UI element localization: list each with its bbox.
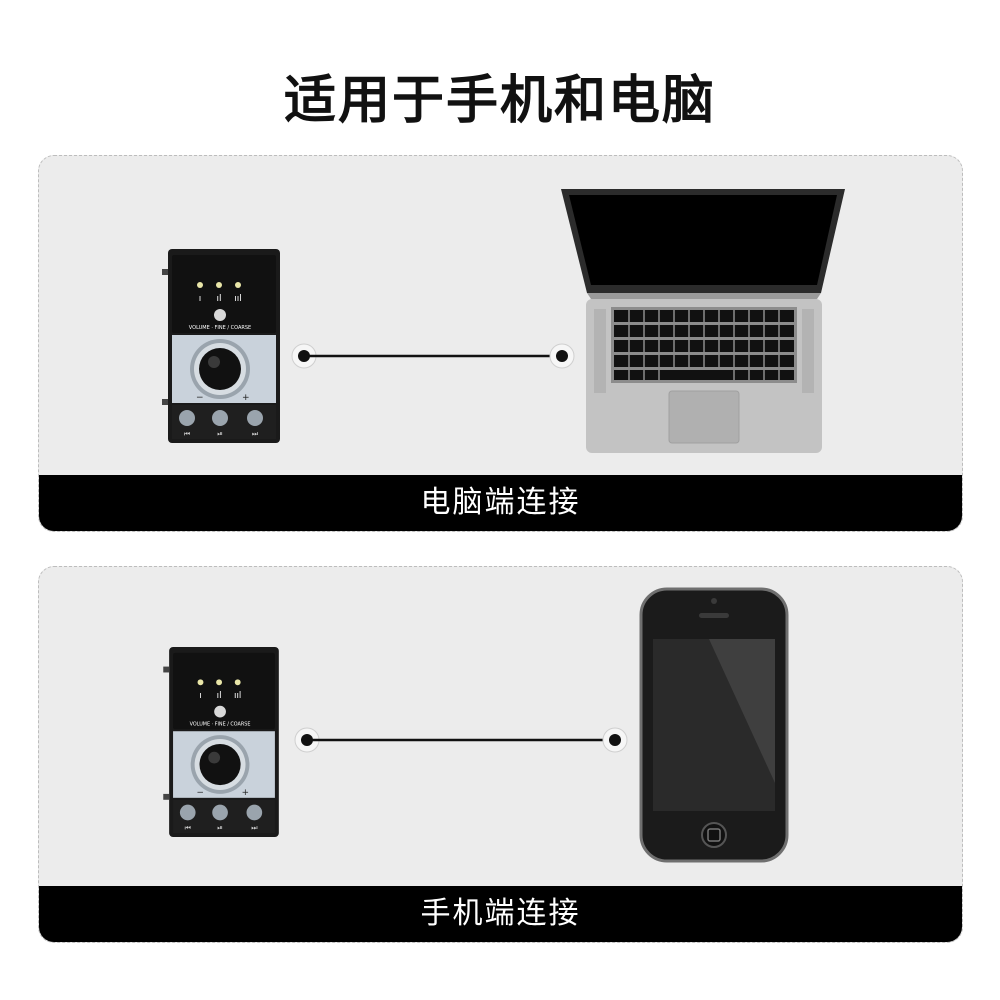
indicator-low-label: ı bbox=[199, 294, 202, 304]
next-track-icon: ⏭ bbox=[252, 430, 259, 438]
knob-plus-label: + bbox=[242, 788, 249, 798]
device-panel-label: VOLUME · FINE / COARSE bbox=[189, 325, 251, 331]
computer-connection-panel: ı ıl ııl VOLUME · FINE / COARSE − + ⏮ ⏯ … bbox=[38, 155, 963, 532]
knob-minus-label: − bbox=[197, 788, 204, 798]
audio-device-image: ı ıl ııl VOLUME · FINE / COARSE − + ⏮ ⏯ … bbox=[163, 647, 279, 837]
previous-track-icon: ⏮ bbox=[185, 824, 191, 832]
smartphone-image bbox=[639, 587, 789, 863]
previous-track-icon: ⏮ bbox=[184, 430, 190, 438]
connection-cable bbox=[291, 343, 575, 369]
phone-connection-caption: 手机端连接 bbox=[39, 886, 962, 942]
indicator-mid-label: ıl bbox=[216, 294, 221, 304]
knob-minus-label: − bbox=[196, 393, 204, 403]
computer-connection-caption: 电脑端连接 bbox=[39, 475, 962, 531]
knob-plus-label: + bbox=[242, 393, 250, 403]
indicator-high-label: ııl bbox=[234, 294, 242, 304]
play-pause-icon: ⏯ bbox=[217, 430, 223, 438]
play-pause-icon: ⏯ bbox=[217, 824, 222, 832]
indicator-mid-label: ıl bbox=[217, 691, 222, 701]
phone-connection-panel: ı ıl ııl VOLUME · FINE / COARSE − + ⏮ ⏯ … bbox=[38, 566, 963, 943]
indicator-low-label: ı bbox=[199, 691, 201, 701]
device-panel-label: VOLUME · FINE / COARSE bbox=[190, 721, 251, 727]
indicator-high-label: ııl bbox=[234, 691, 241, 701]
page-title: 适用于手机和电脑 bbox=[283, 71, 716, 131]
laptop-image bbox=[561, 189, 845, 453]
connection-cable bbox=[294, 727, 628, 753]
audio-device-image: ı ıl ııl VOLUME · FINE / COARSE − + ⏮ ⏯ … bbox=[162, 249, 280, 443]
next-track-icon: ⏭ bbox=[251, 824, 257, 832]
